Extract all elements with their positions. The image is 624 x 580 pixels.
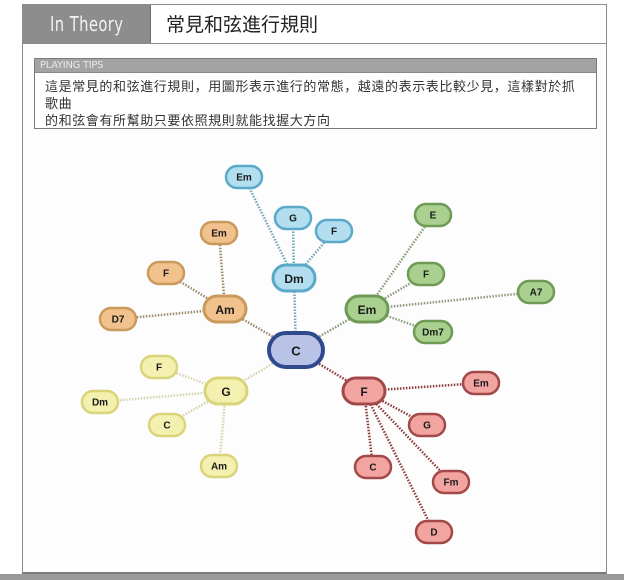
tips-line-1: 這是常見的和弦進行規則，用圖形表示進行的常態，越遠的表示表比較少見，這樣對於抓歌… <box>45 80 576 112</box>
chord-label: G <box>423 421 431 432</box>
chord-label: G <box>289 214 297 225</box>
chord-node-d7: D7 <box>98 306 138 332</box>
chord-label: E <box>430 211 437 222</box>
chord-node-a7: A7 <box>516 279 556 305</box>
chord-node-hub-em: Em <box>344 294 390 324</box>
chord-label: Fm <box>444 478 459 489</box>
chord-node-hub-am: Am <box>202 294 248 324</box>
chord-node-f: F <box>146 260 186 286</box>
playing-tips-box: PLAYING TIPS 這是常見的和弦進行規則，用圖形表示進行的常態，越遠的表… <box>34 58 597 129</box>
playing-tips-heading: PLAYING TIPS <box>35 59 596 73</box>
chord-node-f: F <box>139 354 179 380</box>
connector-line <box>166 389 227 427</box>
chord-label: F <box>423 270 429 281</box>
chord-node-em: Em <box>224 164 264 190</box>
chord-label: F <box>360 385 367 399</box>
chord-label: Em <box>211 229 227 240</box>
section-tag-label: In Theory <box>49 12 124 36</box>
chord-node-am: Am <box>199 453 239 479</box>
chord-label: Em <box>358 303 377 317</box>
connector-line <box>366 290 537 311</box>
chord-label: A7 <box>530 288 543 299</box>
tips-line-2: 的和弦會有所幫助只要依照規則就能找握大方向 <box>45 114 331 129</box>
bottom-bar <box>0 574 624 580</box>
chord-node-g: G <box>273 205 313 231</box>
chord-label: G <box>221 385 230 399</box>
chord-label: C <box>291 344 301 359</box>
chord-node-d: D <box>414 519 454 545</box>
chord-node-dm7: Dm7 <box>412 319 454 345</box>
header-bar: In Theory 常見和弦進行規則 <box>23 5 606 44</box>
chord-label: F <box>156 363 162 374</box>
chord-label: C <box>369 463 376 474</box>
chord-node-hub-g: G <box>203 376 249 406</box>
chord-label: Em <box>473 379 489 390</box>
chord-label: D <box>430 528 437 539</box>
playing-tips-body: 這是常見的和弦進行規則，用圖形表示進行的常態，越遠的表示表比較少見，這樣對於抓歌… <box>35 73 596 130</box>
chord-label: F <box>331 227 337 238</box>
chord-node-em: Em <box>461 370 501 396</box>
chord-label: C <box>163 421 170 432</box>
chord-label: Dm7 <box>422 328 444 339</box>
chord-node-f: F <box>314 218 354 244</box>
chord-label: Dm <box>284 272 303 286</box>
chord-node-em: Em <box>199 220 239 246</box>
chord-label: Dm <box>92 398 108 409</box>
chord-node-center-c: C <box>267 331 325 369</box>
section-tag: In Theory <box>23 5 151 43</box>
page-title: 常見和弦進行規則 <box>166 14 319 36</box>
connector-line <box>362 390 436 533</box>
chord-node-c: C <box>147 412 187 438</box>
chord-node-fm: Fm <box>431 469 471 495</box>
chord-node-c: C <box>353 454 393 480</box>
chord-node-f: F <box>406 261 446 287</box>
page-frame: In Theory 常見和弦進行規則 PLAYING TIPS 這是常見的和弦進… <box>22 4 607 574</box>
chord-node-hub-dm: Dm <box>271 263 317 293</box>
chord-node-e: E <box>413 202 453 228</box>
chord-label: Em <box>236 173 252 184</box>
chord-label: Am <box>211 462 227 473</box>
connector-line <box>365 214 435 310</box>
connector-line <box>242 176 296 279</box>
chord-node-hub-f: F <box>341 376 387 406</box>
chord-label: Am <box>215 303 234 317</box>
chord-label: D7 <box>112 315 125 326</box>
chord-label: F <box>163 269 169 280</box>
chord-node-dm: Dm <box>80 389 120 415</box>
chord-node-g: G <box>407 412 447 438</box>
